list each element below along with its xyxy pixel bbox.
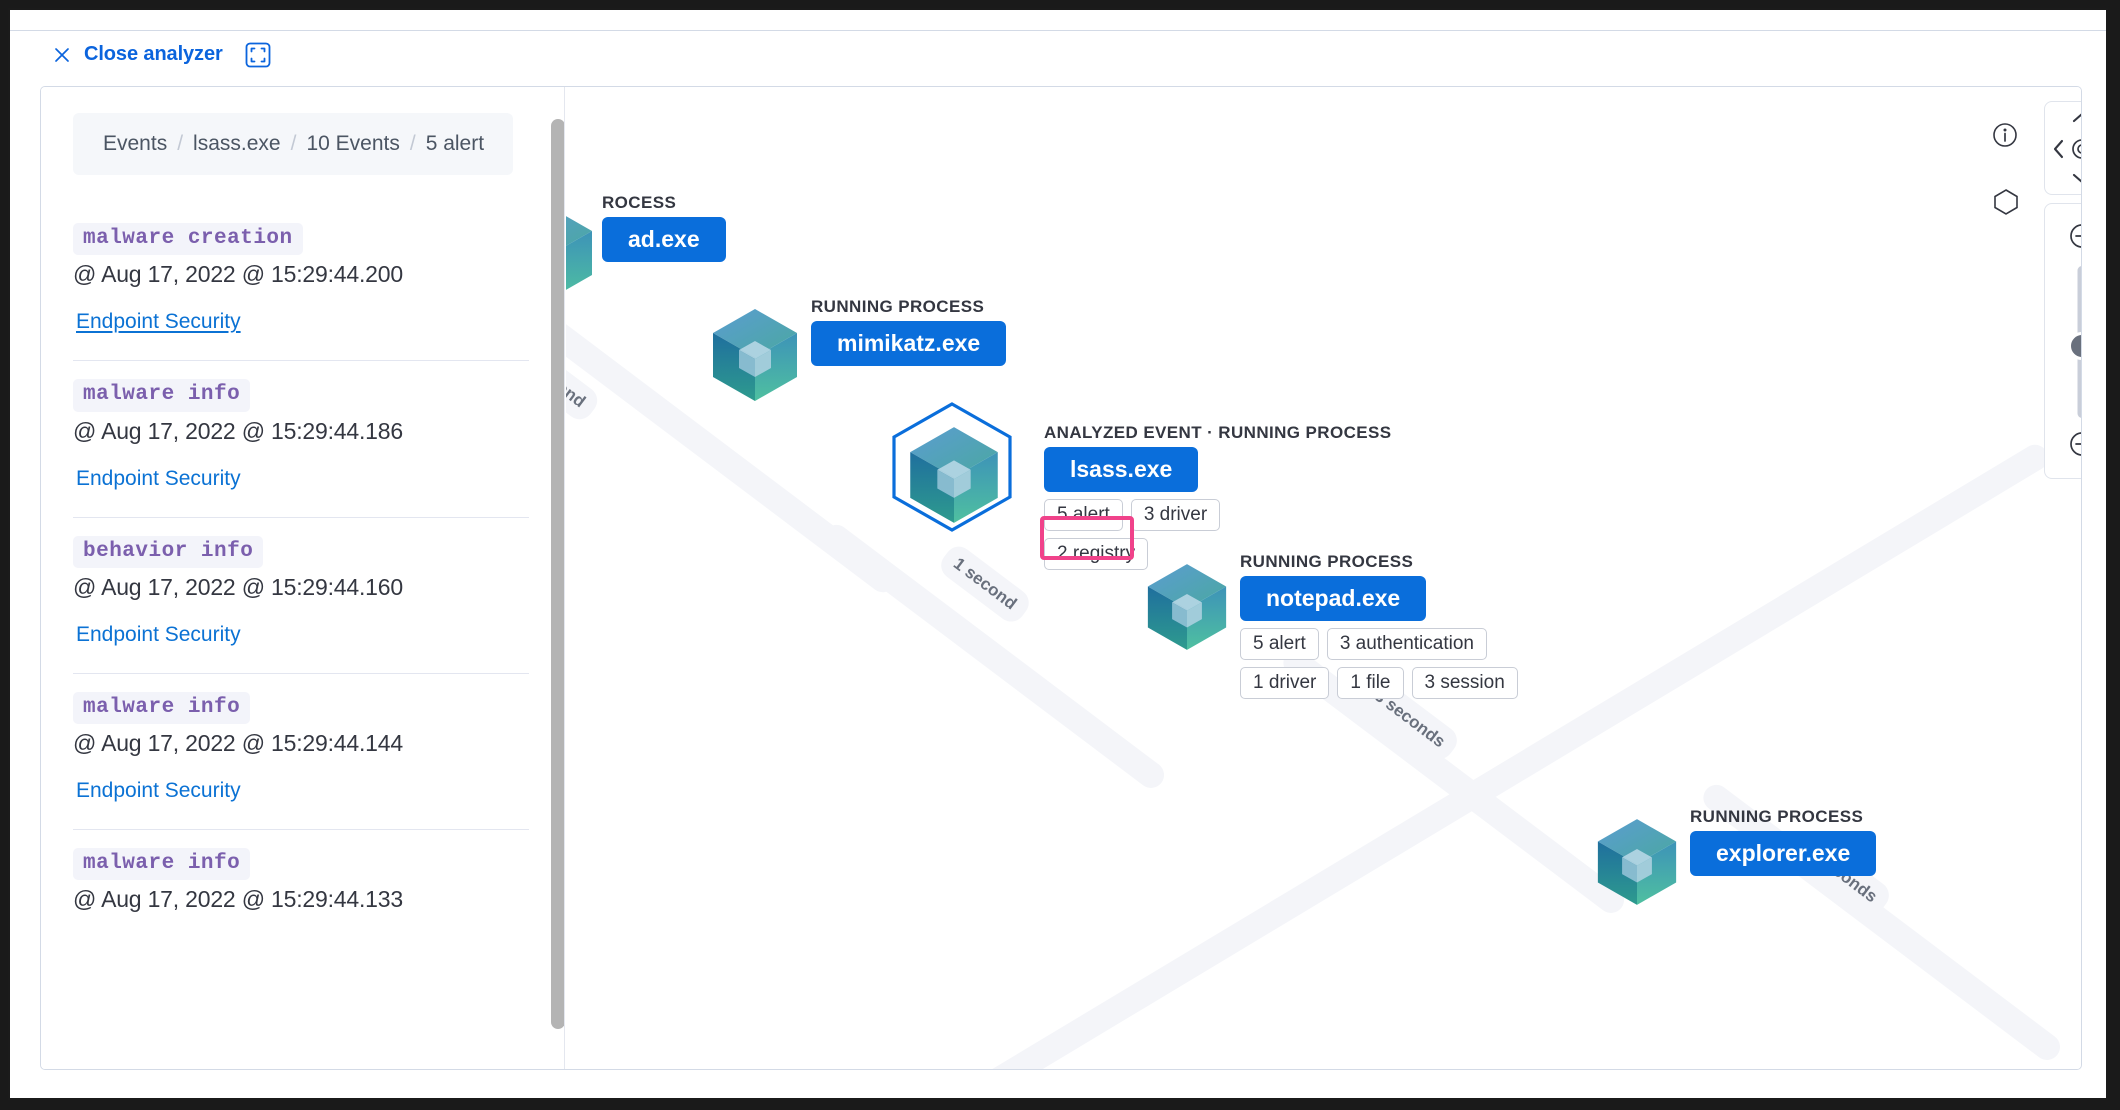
zoom-slider-thumb[interactable] [2068,332,2081,360]
breadcrumb-separator: / [177,132,184,155]
node-name-button[interactable]: lsass.exe [1044,447,1199,492]
node-label: RUNNING PROCESS explorer.exe [1690,807,1877,876]
event-category-badge: malware info [73,691,251,724]
breadcrumb-item-events[interactable]: Events [103,132,168,155]
event-category-badge: behavior info [73,535,264,568]
node-pill-driver[interactable]: 3 driver [1130,499,1221,531]
node-name-button[interactable]: explorer.exe [1690,831,1877,876]
node-type-label: ROCESS [602,193,677,212]
node-pill-group: 5 alert 3 authentication 1 driver 1 file… [1240,628,1518,699]
event-list: malware creation @ Aug 17, 2022 @ 15:29:… [73,205,529,939]
node-type-label: ANALYZED EVENT · RUNNING PROCESS [1044,423,1392,442]
node-pill-driver[interactable]: 1 driver [1240,667,1330,699]
node-type-label: RUNNING PROCESS [1690,807,1864,826]
close-analyzer-button[interactable]: Close analyzer [84,43,223,65]
pan-up-button[interactable] [2069,108,2081,128]
node-type-label: RUNNING PROCESS [1240,552,1414,571]
node-pill-row: 5 alert 3 driver [1044,499,1392,531]
event-source-link[interactable]: Endpoint Security [76,779,241,802]
node-label: ROCESS ad.exe [602,193,726,262]
node-label: RUNNING PROCESS notepad.exe 5 alert 3 au… [1240,552,1518,706]
list-item[interactable]: malware info @ Aug 17, 2022 @ 15:29:44.1… [73,361,529,518]
node-pill-session[interactable]: 3 session [1411,667,1518,699]
event-source-link[interactable]: Endpoint Security [76,466,241,490]
hexagon-icon[interactable] [1991,187,2021,217]
breadcrumb-separator: / [290,132,297,155]
zoom-control-panel [2044,203,2081,479]
list-item[interactable]: malware info @ Aug 17, 2022 @ 15:29:44.1… [73,830,529,939]
process-cube-icon [566,205,594,306]
node-pill-alert[interactable]: 5 alert [1044,499,1123,531]
process-cube-icon [711,307,799,408]
event-source-link[interactable]: Endpoint Security [76,622,241,646]
event-timestamp: @ Aug 17, 2022 @ 15:29:44.200 [73,261,403,288]
breadcrumb-item-alert-count[interactable]: 5 alert [425,132,485,155]
pan-control-panel [2044,101,2081,195]
process-graph-canvas[interactable]: econd 1 second 3 seconds 5 seconds [566,87,2081,1069]
node-name-button[interactable]: notepad.exe [1240,576,1427,621]
node-label: RUNNING PROCESS mimikatz.exe [811,297,1007,366]
pan-left-button[interactable] [2049,136,2069,162]
list-item[interactable]: malware creation @ Aug 17, 2022 @ 15:29:… [73,205,529,362]
minus-circle-icon[interactable] [2068,430,2081,458]
event-timestamp: @ Aug 17, 2022 @ 15:29:44.186 [73,417,403,444]
event-category-badge: malware info [73,379,251,412]
breadcrumb: Events / lsass.exe / 10 Events / 5 alert [73,113,513,175]
pan-down-button[interactable] [2069,168,2081,188]
event-category-badge: malware info [73,848,251,881]
node-pill-registry[interactable]: 2 registry [1044,538,1149,570]
node-type-label: RUNNING PROCESS [811,297,985,316]
event-list-scrollbar[interactable] [551,119,564,1029]
center-target-button[interactable] [2069,135,2081,163]
node-pill-authentication[interactable]: 3 authentication [1326,628,1487,660]
process-cube-icon [908,425,1000,530]
breadcrumb-separator: / [409,132,416,155]
analyzer-panel: Events / lsass.exe / 10 Events / 5 alert… [40,86,2082,1070]
event-source-link[interactable]: Endpoint Security [76,310,241,334]
node-name-button[interactable]: ad.exe [602,217,726,262]
app-window: Close analyzer Events / lsass.exe / 10 E… [8,8,2108,1100]
breadcrumb-item-event-count[interactable]: 10 Events [306,132,400,155]
breadcrumb-item-process[interactable]: lsass.exe [193,132,281,155]
node-pill-file[interactable]: 1 file [1337,667,1404,699]
list-item[interactable]: behavior info @ Aug 17, 2022 @ 15:29:44.… [73,518,529,674]
analyzed-node-hexagon-outline [884,399,1020,540]
node-pill-row: 5 alert 3 authentication [1240,628,1518,660]
event-timestamp: @ Aug 17, 2022 @ 15:29:44.144 [73,730,403,756]
event-list-panel: Events / lsass.exe / 10 Events / 5 alert… [41,87,565,1069]
process-cube-icon [1596,817,1678,912]
event-category-badge: malware creation [73,223,303,256]
node-name-button[interactable]: mimikatz.exe [811,321,1007,366]
analyzer-toolbar: Close analyzer [10,30,2106,78]
list-item[interactable]: malware info @ Aug 17, 2022 @ 15:29:44.1… [73,674,529,830]
event-timestamp: @ Aug 17, 2022 @ 15:29:44.133 [73,886,403,913]
fullscreen-expand-icon[interactable] [245,42,271,68]
info-circle-icon[interactable] [1991,121,2019,149]
event-timestamp: @ Aug 17, 2022 @ 15:29:44.160 [73,573,403,600]
plus-circle-icon[interactable] [2068,222,2081,250]
process-cube-icon [1146,562,1228,657]
close-x-icon[interactable] [52,45,72,65]
node-pill-alert[interactable]: 5 alert [1240,628,1319,660]
node-pill-row: 1 driver 1 file 3 session [1240,667,1518,699]
